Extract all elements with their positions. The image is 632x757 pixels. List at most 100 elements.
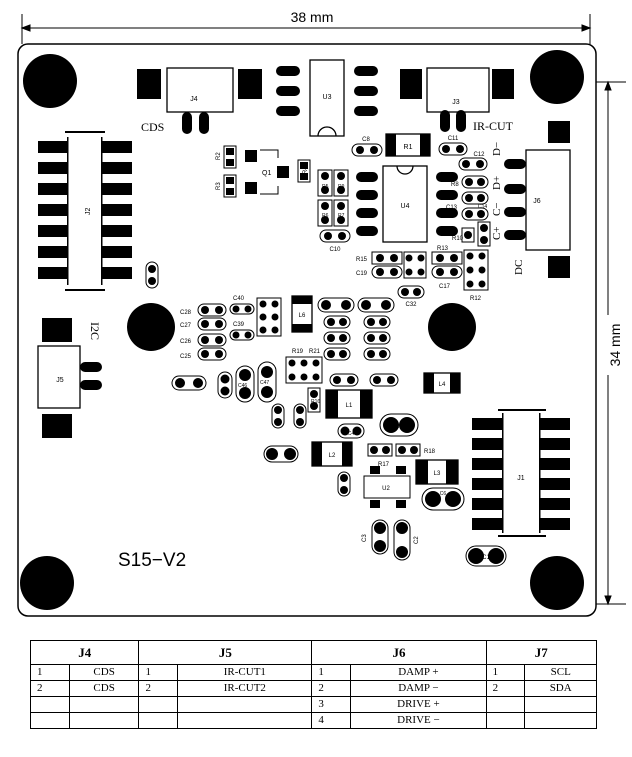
header-j7: J7 bbox=[485, 640, 598, 665]
middle-caps bbox=[317, 297, 395, 361]
cell: 1 bbox=[138, 664, 179, 681]
cell bbox=[177, 712, 313, 729]
d-plus-silk: D+ bbox=[491, 176, 503, 190]
cell: DAMP + bbox=[350, 664, 487, 681]
j2-label: J2 bbox=[85, 208, 92, 216]
l4-label: L4 bbox=[439, 382, 446, 388]
j6-connector bbox=[504, 121, 571, 278]
r4-label: R4 bbox=[303, 166, 309, 174]
cell bbox=[30, 712, 70, 729]
c10-label: C10 bbox=[329, 247, 341, 253]
c40-label: C40 bbox=[233, 296, 245, 302]
cds-silk: CDS bbox=[141, 120, 164, 134]
r18-label: R18 bbox=[424, 449, 436, 455]
c19-label: C19 bbox=[356, 271, 368, 277]
pcb-svg: 38 mm 34 mm J2 bbox=[17, 8, 626, 617]
cell bbox=[138, 696, 179, 713]
c2-label: C2 bbox=[414, 536, 420, 544]
header-j6: J6 bbox=[311, 640, 487, 665]
dc-silk: DC bbox=[513, 260, 525, 275]
cell bbox=[30, 696, 70, 713]
j5-connector bbox=[37, 318, 102, 438]
c47-label: C47 bbox=[260, 380, 269, 386]
r2-label: R2 bbox=[216, 152, 222, 160]
r6-label: R6 bbox=[322, 213, 329, 219]
cell: SDA bbox=[524, 680, 597, 697]
c3-label: C3 bbox=[362, 534, 368, 542]
r8-label: R8 bbox=[451, 182, 459, 188]
r17-label: R17 bbox=[378, 462, 390, 468]
cell: DAMP − bbox=[350, 680, 487, 697]
c28-label: C28 bbox=[180, 310, 192, 316]
c32-label: C32 bbox=[405, 302, 417, 308]
j6-label: J6 bbox=[533, 198, 541, 205]
width-label: 38 mm bbox=[291, 9, 334, 25]
cell: IR-CUT1 bbox=[177, 664, 313, 681]
u3-label: U3 bbox=[323, 94, 332, 101]
ck2-cap bbox=[145, 261, 159, 289]
cell bbox=[524, 696, 597, 713]
c26-label: C26 bbox=[180, 339, 192, 345]
i2c-silk: I2C bbox=[88, 322, 102, 340]
j5-label: J5 bbox=[56, 377, 64, 384]
l1-label: L1 bbox=[346, 403, 353, 409]
r19-label: R19 bbox=[292, 349, 304, 355]
table-row: 1 CDS 1 IR-CUT1 1 DAMP + 1 SCL bbox=[30, 664, 597, 681]
u4-label: U4 bbox=[401, 203, 410, 210]
ircut-silk: IR-CUT bbox=[473, 119, 514, 133]
u2-label: U2 bbox=[382, 486, 390, 492]
header-j5: J5 bbox=[138, 640, 313, 665]
c13-label: C13 bbox=[446, 205, 458, 211]
r16-label: R16 bbox=[311, 399, 320, 405]
cell: 1 bbox=[485, 664, 526, 681]
c-minus-silk: C− bbox=[491, 202, 503, 216]
cell: 1 bbox=[311, 664, 352, 681]
width-dimension bbox=[20, 14, 592, 44]
pinout-table: J4 J5 J6 J7 1 CDS 1 IR-CUT1 1 DAMP + 1 S… bbox=[29, 640, 598, 729]
j1-connector bbox=[472, 409, 570, 537]
r12-label: R12 bbox=[470, 296, 482, 302]
resistor-row bbox=[371, 249, 489, 299]
d-minus-silk: D− bbox=[491, 142, 503, 156]
cell: DRIVE − bbox=[350, 712, 487, 729]
c8-cap bbox=[351, 143, 383, 157]
cell bbox=[485, 696, 526, 713]
c46-label: C46 bbox=[238, 383, 247, 389]
board-title: S15−V2 bbox=[118, 550, 186, 571]
c7-label: C7 bbox=[396, 424, 403, 430]
r9-label: R9 bbox=[338, 184, 345, 190]
cell: 2 bbox=[30, 680, 70, 697]
j4-label: J4 bbox=[190, 96, 198, 103]
cell: SCL bbox=[524, 664, 597, 681]
c11-c12-caps bbox=[438, 142, 488, 171]
r5-r9-block bbox=[317, 169, 351, 243]
r13-label: R13 bbox=[437, 246, 449, 252]
r10-label: R10 bbox=[452, 236, 464, 242]
cell: 1 bbox=[30, 664, 70, 681]
r21-label: R21 bbox=[309, 349, 321, 355]
cell: 2 bbox=[138, 680, 179, 697]
r5-label: R5 bbox=[322, 184, 329, 190]
l3-label: L3 bbox=[434, 471, 441, 477]
header-j4: J4 bbox=[29, 640, 140, 665]
cell: 4 bbox=[311, 712, 352, 729]
l6-label: L6 bbox=[299, 313, 306, 319]
r1-label: R1 bbox=[404, 144, 413, 151]
cell bbox=[177, 696, 313, 713]
c1-label: C1 bbox=[482, 555, 490, 561]
j3-connector bbox=[400, 67, 514, 132]
cell bbox=[68, 712, 140, 729]
j3-label: J3 bbox=[452, 99, 460, 106]
table-row: 3 DRIVE + bbox=[30, 696, 597, 713]
c8-label: C8 bbox=[362, 137, 370, 143]
r8-c14-block bbox=[461, 175, 491, 247]
j2-connector bbox=[38, 131, 132, 291]
cell: 2 bbox=[311, 680, 352, 697]
c27-label: C27 bbox=[180, 323, 192, 329]
j1-label: J1 bbox=[517, 475, 525, 482]
cell: IR-CUT2 bbox=[177, 680, 313, 697]
r3-label: R3 bbox=[216, 182, 222, 190]
c25-label: C25 bbox=[180, 354, 192, 360]
c-plus-silk: C+ bbox=[491, 226, 503, 240]
